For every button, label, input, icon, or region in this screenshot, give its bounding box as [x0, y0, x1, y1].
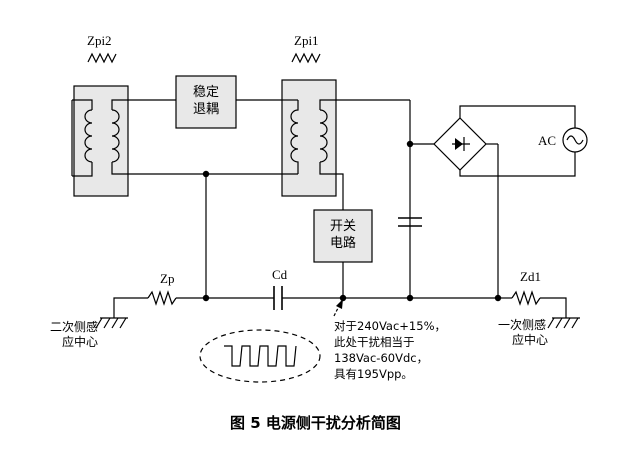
regulator-label-line1: 稳定: [192, 85, 219, 100]
annotation-line3: 138Vac-60Vdc，: [334, 351, 429, 365]
secondary-side-label: 二次侧感 应中心: [50, 320, 98, 350]
transformer-zpi2: [71, 85, 206, 197]
switch-box-outline: [313, 209, 373, 263]
ac-label: AC: [538, 133, 557, 148]
annotation-pointer: [333, 301, 342, 317]
ground-left-icon: [95, 317, 128, 329]
ac-source: [562, 127, 588, 153]
transformer-zpi1: [206, 79, 410, 210]
secondary-label-line2: 应中心: [62, 335, 99, 349]
interference-annotation: 对于240Vac+15%， 此处干扰相当于 138Vac-60Vdc， 具有19…: [334, 318, 446, 382]
annotation-line2: 此处干扰相当于: [334, 335, 415, 349]
zpi2-label: Zpi2: [87, 33, 112, 48]
switch-label-line2: 电路: [329, 236, 356, 251]
zd1-label: Zd1: [520, 269, 541, 284]
primary-label-line2: 应中心: [512, 333, 549, 347]
regulator-box: 稳定 退耦: [176, 84, 236, 118]
switch-label-line1: 开关: [329, 219, 356, 234]
switch-circuit-box: 开关 电路: [314, 218, 372, 252]
zp-label: Zp: [160, 271, 175, 286]
annotation-line1: 对于240Vac+15%，: [334, 319, 446, 333]
primary-side-label: 一次侧感 应中心: [498, 318, 548, 348]
secondary-label-line1: 二次侧感: [50, 320, 99, 334]
waveform-ellipse: [199, 329, 321, 383]
zpi2-impedance-symbol: [87, 52, 117, 64]
junction-dots: [202, 140, 502, 302]
annotation-line4: 具有195Vpp。: [334, 367, 413, 381]
zpi1-label: Zpi1: [294, 33, 319, 48]
cd-label: Cd: [272, 267, 288, 282]
primary-label-line1: 一次侧感: [498, 318, 547, 332]
figure-caption: 图 5 电源侧干扰分析简图: [230, 414, 401, 432]
regulator-label-line2: 退耦: [192, 102, 219, 117]
zpi1-impedance-symbol: [291, 52, 321, 64]
bus-capacitor: [398, 217, 422, 227]
regulator-box-outline: [175, 75, 237, 129]
rectifier-bridge: [409, 100, 576, 298]
ground-right-icon: [547, 317, 580, 329]
square-waveform: [224, 345, 297, 367]
